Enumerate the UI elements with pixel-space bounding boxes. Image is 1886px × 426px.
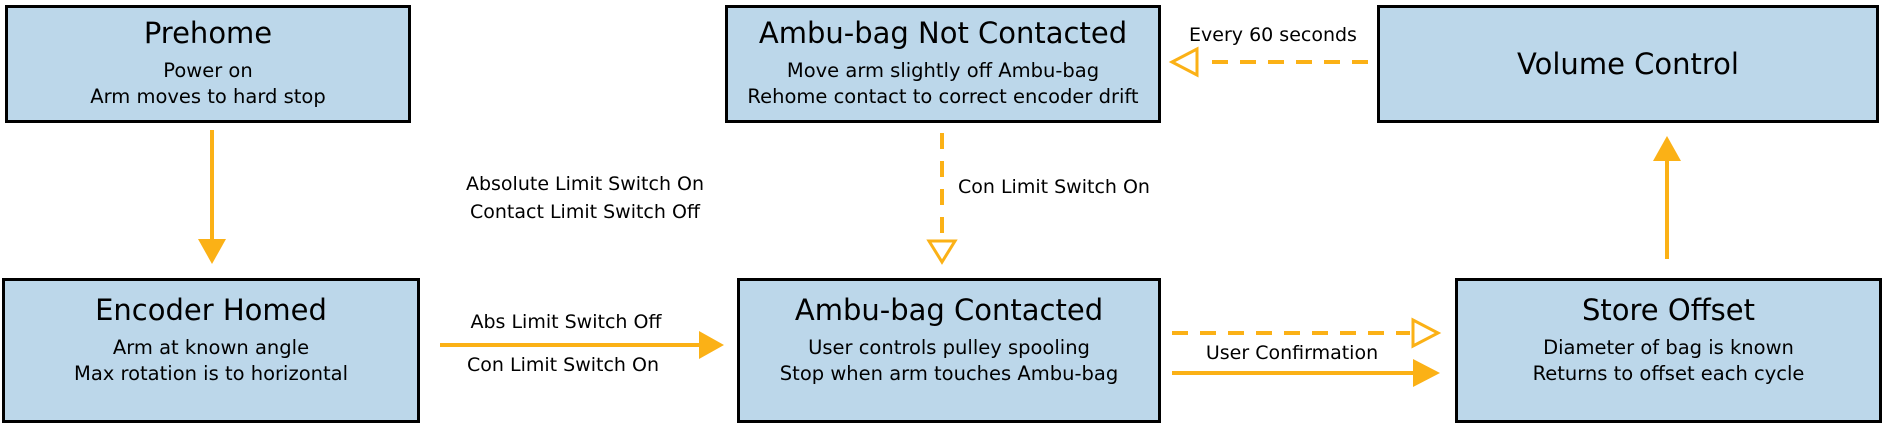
state-detail-line: Power on — [163, 58, 253, 82]
state-detail-line: User controls pulley spooling — [808, 335, 1090, 359]
state-box-ambu-bag-not-contacted: Ambu-bag Not Contacted Move arm slightly… — [725, 5, 1161, 123]
edge-label-con-limit-switch-on-vertical: Con Limit Switch On — [958, 176, 1150, 198]
arrow-store-offset-to-volume-control — [1653, 136, 1681, 259]
state-detail-line: Move arm slightly off Ambu-bag — [786, 58, 1100, 82]
state-detail-line: Stop when arm touches Ambu-bag — [779, 361, 1119, 385]
edge-label-line: Absolute Limit Switch On — [465, 173, 705, 195]
state-detail-line: Arm at known angle — [112, 335, 310, 359]
state-detail-line: Diameter of bag is known — [1543, 335, 1794, 359]
state-detail-line: Returns to offset each cycle — [1532, 361, 1805, 385]
edge-label-con-limit-switch-on-horizontal: Con Limit Switch On — [467, 354, 659, 376]
state-box-ambu-bag-contacted: Ambu-bag Contacted User controls pulley … — [737, 278, 1161, 423]
edge-label-abs-limit-switch-off: Abs Limit Switch Off — [470, 311, 662, 333]
state-box-volume-control: Volume Control — [1377, 5, 1879, 123]
edge-label-line: Contact Limit Switch Off — [469, 201, 701, 223]
state-detail-line: Rehome contact to correct encoder drift — [747, 84, 1139, 108]
arrow-ambu-not-contacted-to-ambu-contacted — [926, 133, 958, 265]
edge-label-user-confirmation: User Confirmation — [1205, 342, 1379, 364]
state-title: Prehome — [143, 16, 273, 50]
state-title: Store Offset — [1582, 293, 1755, 327]
state-box-prehome: Prehome Power on Arm moves to hard stop — [5, 5, 411, 123]
state-title: Ambu-bag Contacted — [794, 293, 1104, 327]
state-box-store-offset: Store Offset Diameter of bag is known Re… — [1455, 278, 1882, 423]
state-box-encoder-homed: Encoder Homed Arm at known angle Max rot… — [2, 278, 420, 423]
edge-label-absolute-limit-switch: Absolute Limit Switch On Contact Limit S… — [466, 170, 704, 226]
state-detail-line: Arm moves to hard stop — [90, 84, 326, 108]
state-detail-line: Max rotation is to horizontal — [74, 361, 348, 385]
state-title: Volume Control — [1517, 46, 1739, 81]
state-title: Encoder Homed — [95, 293, 327, 327]
arrow-volume-control-to-ambu-not-contacted — [1168, 46, 1368, 78]
arrow-prehome-to-encoder-homed — [198, 130, 226, 264]
state-title: Ambu-bag Not Contacted — [758, 16, 1128, 50]
edge-label-every-60-seconds: Every 60 seconds — [1189, 24, 1357, 46]
